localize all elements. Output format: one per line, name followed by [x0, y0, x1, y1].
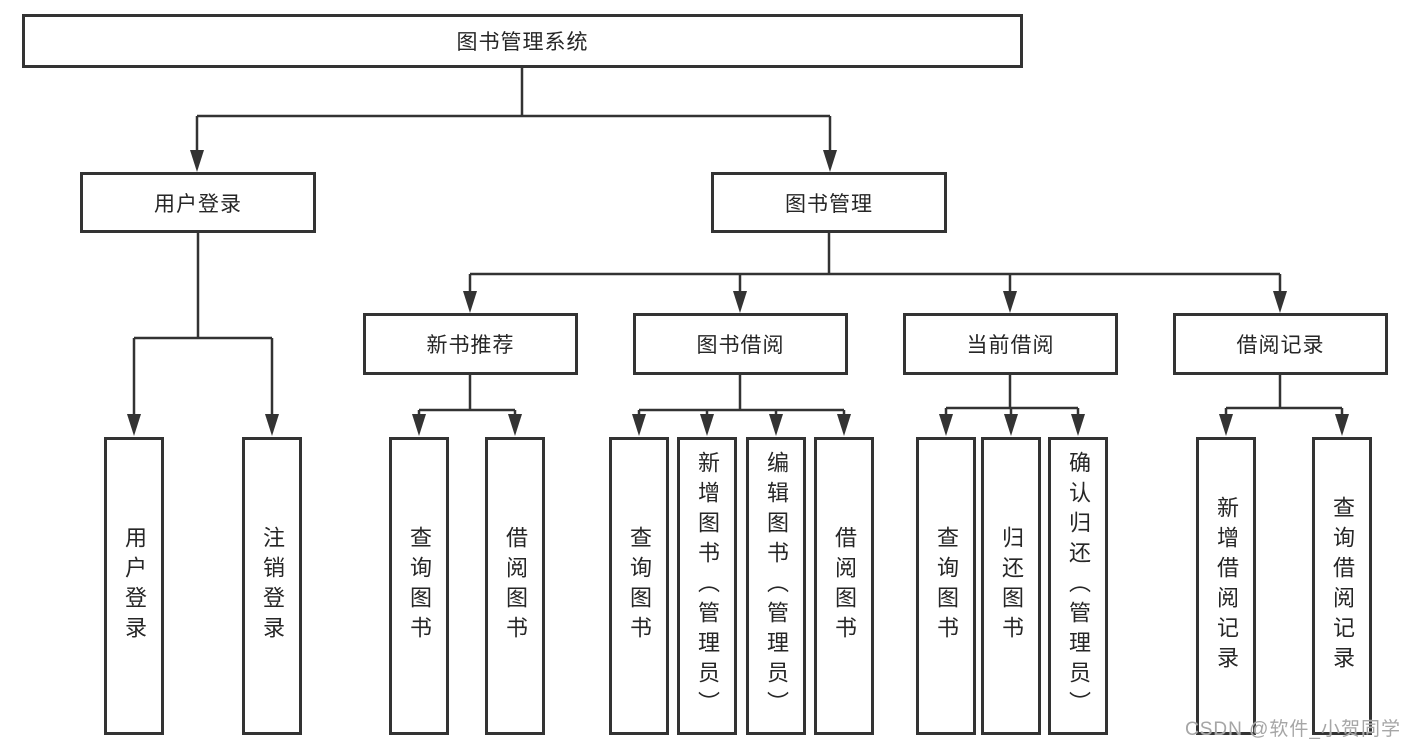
leaf-label: 查询图书: [934, 526, 959, 646]
leaf-query-books-3: 查询图书: [916, 437, 976, 735]
arrowhead-icon: [632, 414, 646, 436]
leaf-label: 确认归还（管理员）: [1066, 451, 1091, 721]
arrowhead-icon: [508, 414, 522, 436]
leaf-edit-book-admin: 编辑图书（管理员）: [746, 437, 806, 735]
node-label: 借阅记录: [1236, 334, 1325, 357]
node-book-borrowing: 图书借阅: [633, 313, 848, 375]
leaf-add-borrow-record: 新增借阅记录: [1196, 437, 1256, 735]
leaf-query-books-2: 查询图书: [609, 437, 669, 735]
leaf-logout: 注销登录: [242, 437, 302, 735]
node-book-management: 图书管理: [711, 172, 947, 233]
arrowhead-icon: [700, 414, 714, 436]
node-new-book-recommendation: 新书推荐: [363, 313, 578, 375]
leaf-borrow-books: 借阅图书: [485, 437, 545, 735]
leaf-label: 借阅图书: [503, 526, 528, 646]
connector-new-book-recommendation: [417, 375, 517, 418]
leaf-label: 编辑图书（管理员）: [764, 451, 789, 721]
arrowhead-icon: [265, 414, 279, 436]
leaf-label: 查询图书: [407, 526, 432, 646]
arrowhead-icon: [1219, 414, 1233, 436]
leaf-label: 注销登录: [260, 526, 285, 646]
leaf-label: 查询借阅记录: [1330, 496, 1355, 676]
node-borrowing-records: 借阅记录: [1173, 313, 1388, 375]
arrowhead-icon: [769, 414, 783, 436]
connector-current-borrowing: [944, 375, 1080, 418]
arrowhead-icon: [463, 291, 477, 313]
connector-user-login: [132, 233, 274, 417]
arrowhead-icon: [823, 150, 837, 172]
arrowhead-icon: [190, 150, 204, 172]
leaf-confirm-return-admin: 确认归还（管理员）: [1048, 437, 1108, 735]
arrowhead-icon: [412, 414, 426, 436]
node-library-management-system: 图书管理系统: [22, 14, 1023, 68]
leaf-borrow-books-2: 借阅图书: [814, 437, 874, 735]
leaf-query-books: 查询图书: [389, 437, 449, 735]
node-label: 新书推荐: [426, 334, 515, 357]
arrowhead-icon: [733, 291, 747, 313]
arrowhead-icon: [1003, 291, 1017, 313]
leaf-label: 借阅图书: [832, 526, 857, 646]
leaf-query-borrow-record: 查询借阅记录: [1312, 437, 1372, 735]
arrowhead-icon: [837, 414, 851, 436]
arrowhead-icon: [127, 414, 141, 436]
arrowhead-icon: [1273, 291, 1287, 313]
leaf-return-books: 归还图书: [981, 437, 1041, 735]
arrowhead-icon: [1004, 414, 1018, 436]
node-current-borrowing: 当前借阅: [903, 313, 1118, 375]
leaf-label: 新增借阅记录: [1214, 496, 1239, 676]
node-user-login: 用户登录: [80, 172, 316, 233]
leaf-user-login: 用户登录: [104, 437, 164, 735]
arrowhead-icon: [939, 414, 953, 436]
node-label: 图书借阅: [696, 334, 785, 357]
connector-root: [195, 68, 832, 152]
leaf-add-book-admin: 新增图书（管理员）: [677, 437, 737, 735]
arrowhead-icon: [1071, 414, 1085, 436]
node-label: 当前借阅: [966, 334, 1055, 357]
leaf-label: 查询图书: [627, 526, 652, 646]
leaf-label: 归还图书: [999, 526, 1024, 646]
connector-borrowing-records: [1224, 375, 1344, 418]
leaf-label: 新增图书（管理员）: [695, 451, 720, 721]
node-label: 图书管理: [785, 192, 873, 216]
leaf-label: 用户登录: [122, 526, 147, 646]
node-label: 用户登录: [154, 192, 242, 216]
arrowhead-icon: [1335, 414, 1349, 436]
connector-book-management: [468, 233, 1282, 295]
csdn-watermark: CSDN @软件_小贺同学: [1185, 719, 1401, 740]
node-label: 图书管理系统: [456, 31, 589, 54]
connector-book-borrowing: [637, 375, 846, 418]
